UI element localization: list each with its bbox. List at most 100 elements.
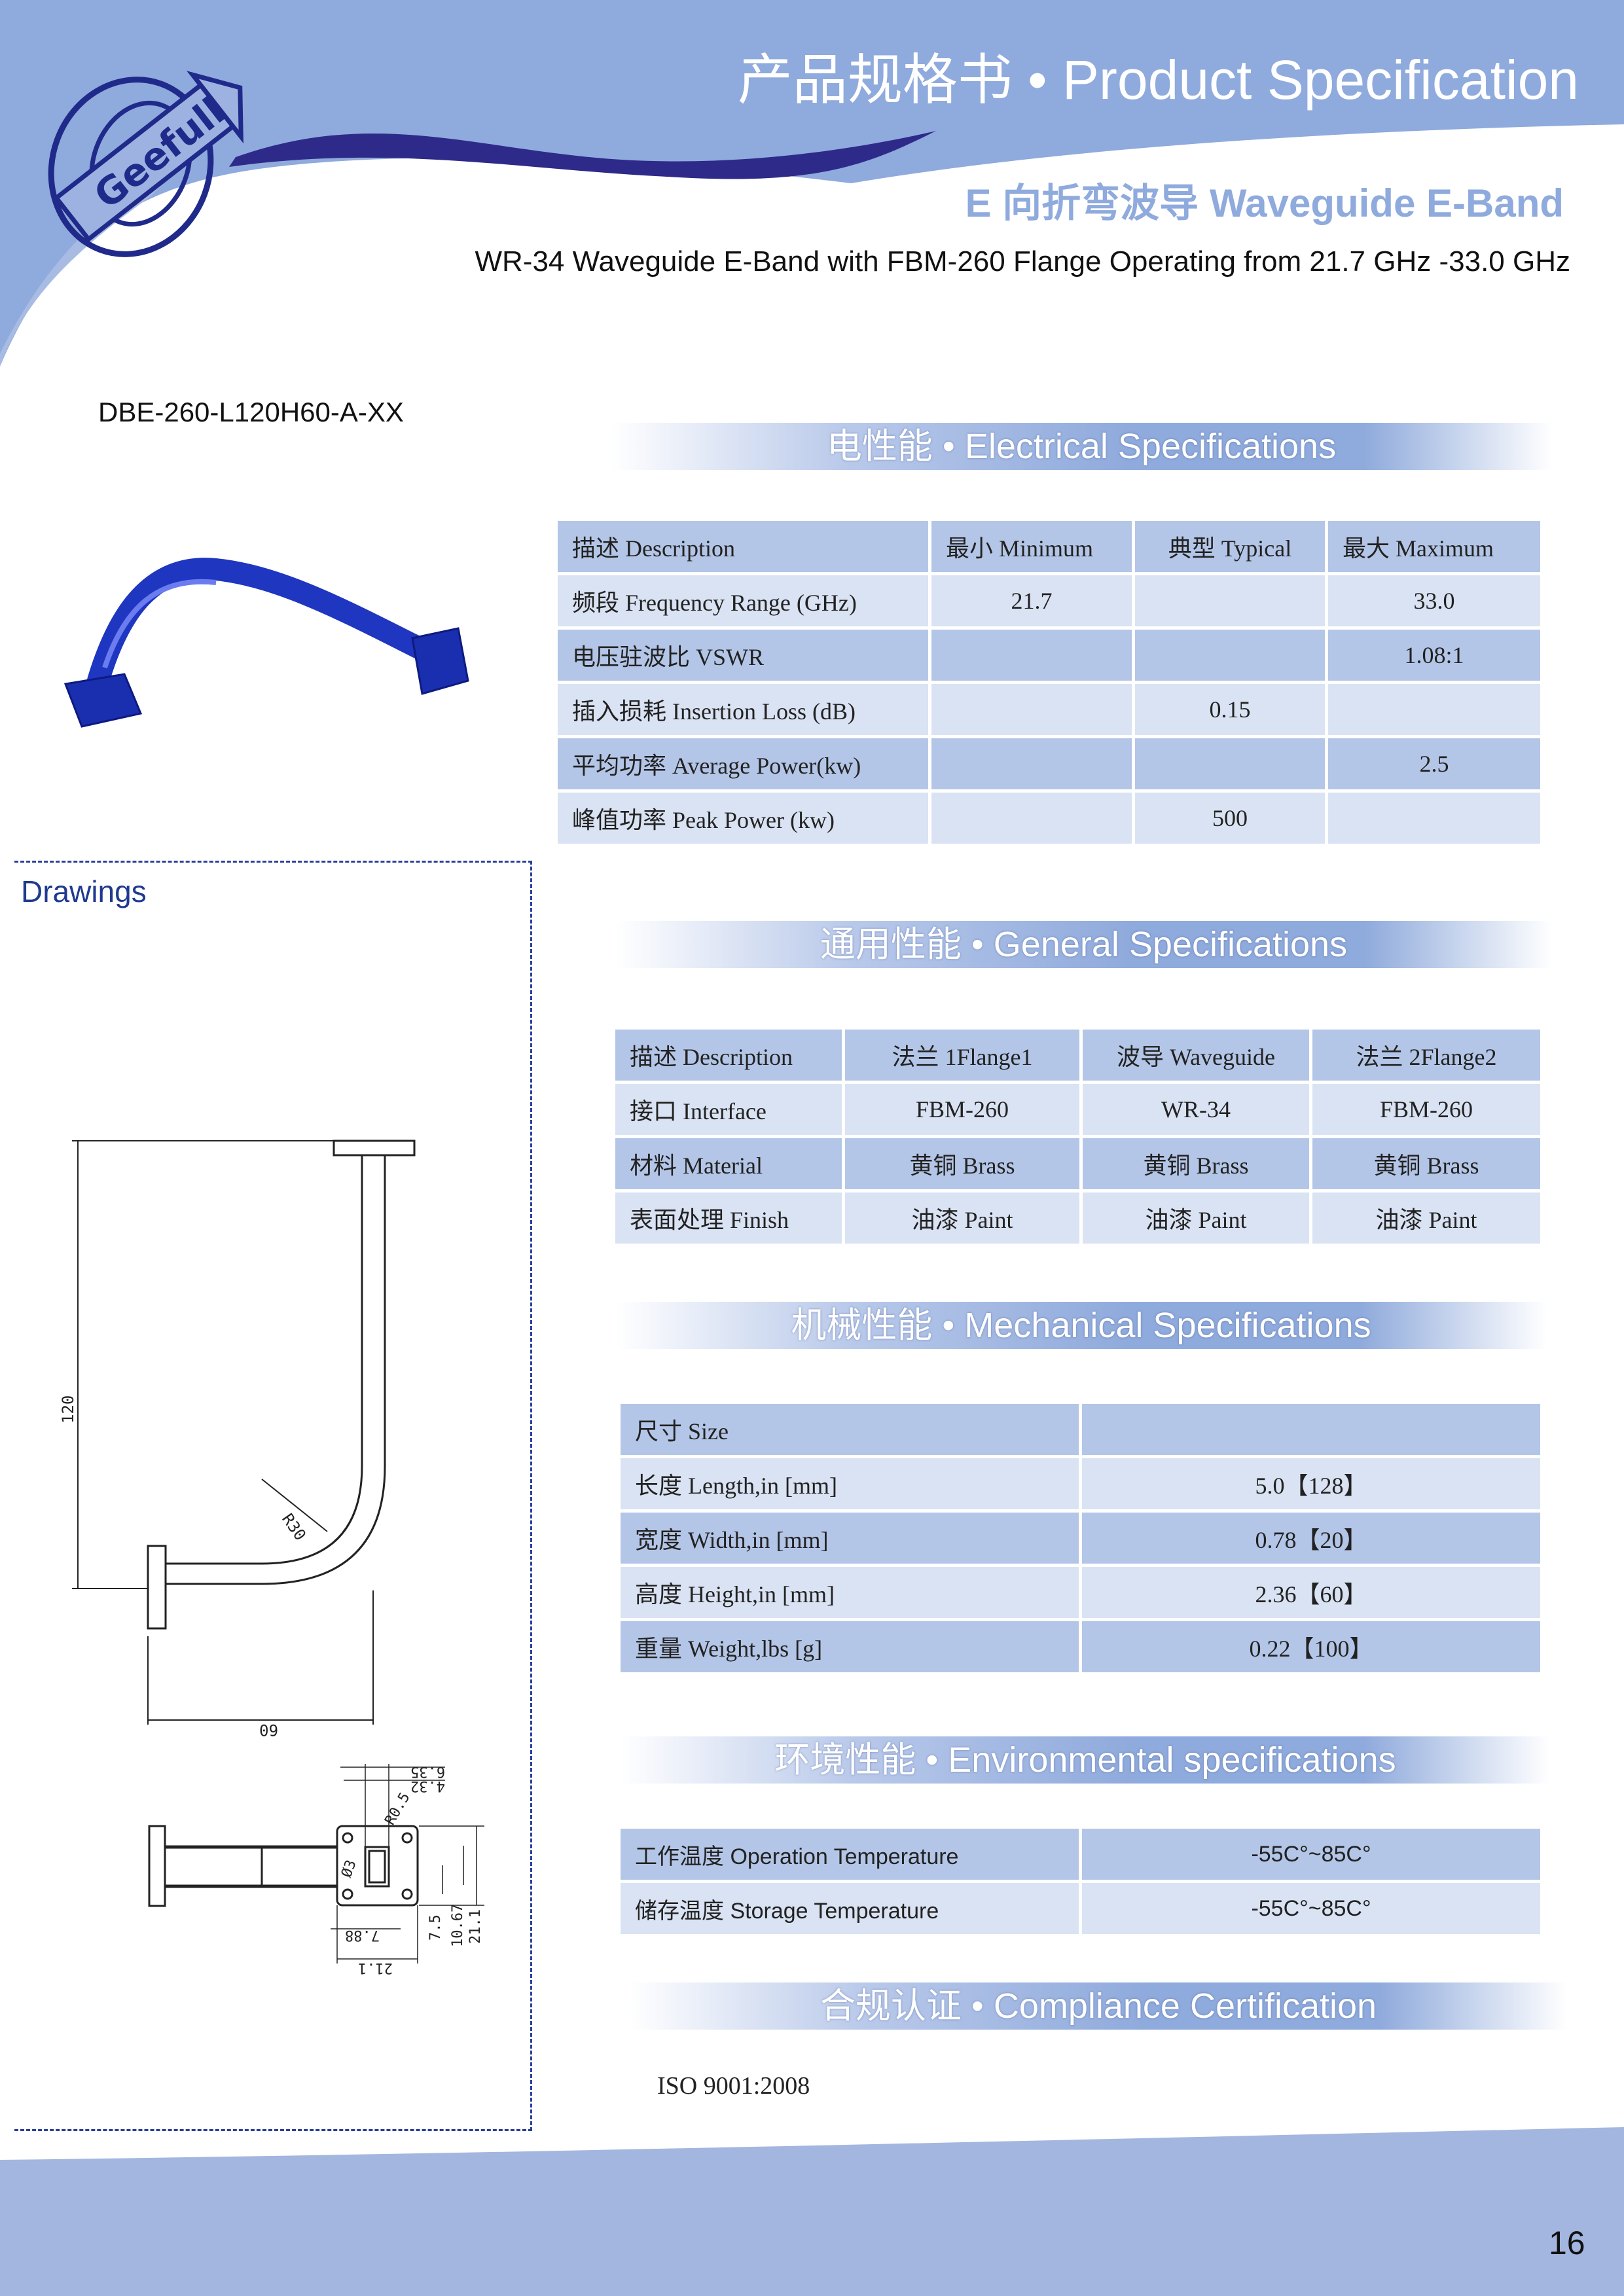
product-description: WR-34 Waveguide E-Band with FBM-260 Flan… xyxy=(475,245,1570,278)
mechanical-heading: 机械性能 • Mechanical Specifications xyxy=(615,1302,1547,1349)
value-cell: 0.15 xyxy=(1135,684,1325,735)
value-cell: FBM-260 xyxy=(845,1084,1079,1135)
value-cell: 1.08:1 xyxy=(1328,630,1540,681)
electrical-table: 描述 Description 最小 Minimum 典型 Typical 最大 … xyxy=(554,518,1543,847)
value-cell xyxy=(931,684,1132,735)
dim-width: 60 xyxy=(259,1721,278,1739)
dim-height: 120 xyxy=(59,1395,77,1424)
dim-21-1-bottom: 21.1 xyxy=(358,1960,393,1976)
page-title: 产品规格书 • Product Specification xyxy=(737,49,1579,111)
value-cell: 500 xyxy=(1135,793,1325,844)
value-cell: 21.7 xyxy=(931,575,1132,626)
general-heading: 通用性能 • General Specifications xyxy=(615,921,1552,968)
table-row: 频段 Frequency Range (GHz)21.7 33.0 xyxy=(558,575,1540,626)
table-row: 重量 Weight,lbs [g]0.22【100】 xyxy=(621,1621,1540,1672)
value-cell xyxy=(1135,738,1325,789)
header-cell: 尺寸 Size xyxy=(621,1404,1079,1455)
dim-7-88: 7.88 xyxy=(345,1927,380,1943)
value-cell: 2.36【60】 xyxy=(1082,1567,1540,1618)
row-label-cell: 平均功率 Average Power(kw) xyxy=(558,738,928,789)
header-cell: 波导 Waveguide xyxy=(1083,1030,1309,1081)
value-cell: 0.78【20】 xyxy=(1082,1513,1540,1564)
page-number: 16 xyxy=(1549,2225,1585,2261)
table-header-row: 尺寸 Size xyxy=(621,1404,1540,1455)
value-cell: FBM-260 xyxy=(1312,1084,1540,1135)
row-label-cell: 峰值功率 Peak Power (kw) xyxy=(558,793,928,844)
dim-21-1-right: 21.1 xyxy=(467,1909,484,1944)
value-cell xyxy=(931,738,1132,789)
table-row: 高度 Height,in [mm]2.36【60】 xyxy=(621,1567,1540,1618)
environmental-heading: 环境性能 • Environmental specifications xyxy=(621,1736,1550,1784)
header-cell xyxy=(1082,1404,1540,1455)
value-cell: 油漆 Paint xyxy=(1083,1193,1309,1244)
table-row: 长度 Length,in [mm]5.0【128】 xyxy=(621,1458,1540,1509)
table-header-row: 描述 Description 法兰 1Flange1 波导 Waveguide … xyxy=(615,1030,1540,1081)
part-number: DBE-260-L120H60-A-XX xyxy=(98,397,404,427)
header-cell: 最大 Maximum xyxy=(1328,521,1540,572)
value-cell: 黄铜 Brass xyxy=(1083,1138,1309,1189)
drawings-label: Drawings xyxy=(21,874,147,908)
dim-4-32: 4.32 xyxy=(410,1778,445,1794)
flange-view-drawing xyxy=(148,1764,484,1964)
footer-band xyxy=(0,2127,1624,2296)
electrical-heading: 电性能 • Electrical Specifications xyxy=(611,423,1552,470)
mechanical-table: 尺寸 Size 长度 Length,in [mm]5.0【128】宽度 Widt… xyxy=(617,1401,1543,1676)
row-label-cell: 表面处理 Finish xyxy=(615,1193,842,1244)
drawings-panel xyxy=(14,861,532,2131)
header-cell: 最小 Minimum xyxy=(931,521,1132,572)
header-cell: 描述 Description xyxy=(615,1030,842,1081)
value-cell: -55C°~85C° xyxy=(1082,1883,1540,1934)
table-row: 储存温度 Storage Temperature-55C°~85C° xyxy=(621,1883,1540,1934)
value-cell: -55C°~85C° xyxy=(1082,1829,1540,1880)
row-label-cell: 长度 Length,in [mm] xyxy=(621,1458,1079,1509)
header-banner xyxy=(0,0,1624,367)
table-row: 电压驻波比 VSWR 1.08:1 xyxy=(558,630,1540,681)
header-cell: 法兰 2Flange2 xyxy=(1312,1030,1540,1081)
certification-iso: ISO 9001:2008 xyxy=(657,2072,810,2100)
row-label-cell: 材料 Material xyxy=(615,1138,842,1189)
table-row: 宽度 Width,in [mm]0.78【20】 xyxy=(621,1513,1540,1564)
value-cell: 33.0 xyxy=(1328,575,1540,626)
value-cell xyxy=(1135,630,1325,681)
dim-7-5: 7.5 xyxy=(427,1914,444,1941)
table-row: 平均功率 Average Power(kw) 2.5 xyxy=(558,738,1540,789)
compliance-heading: 合规认证 • Compliance Certification xyxy=(630,1982,1567,2030)
header-cell: 法兰 1Flange1 xyxy=(845,1030,1079,1081)
value-cell: WR-34 xyxy=(1083,1084,1309,1135)
table-header-row: 描述 Description 最小 Minimum 典型 Typical 最大 … xyxy=(558,521,1540,572)
header-swoosh xyxy=(229,131,936,179)
value-cell xyxy=(1328,793,1540,844)
dim-6-35: 6.35 xyxy=(410,1763,445,1780)
value-cell: 油漆 Paint xyxy=(845,1193,1079,1244)
value-cell: 2.5 xyxy=(1328,738,1540,789)
row-label-cell: 插入损耗 Insertion Loss (dB) xyxy=(558,684,928,735)
table-row: 插入损耗 Insertion Loss (dB) 0.15 xyxy=(558,684,1540,735)
general-table: 描述 Description 法兰 1Flange1 波导 Waveguide … xyxy=(612,1026,1543,1247)
product-subtitle: E 向折弯波导 Waveguide E-Band xyxy=(965,181,1564,225)
row-label-cell: 电压驻波比 VSWR xyxy=(558,630,928,681)
row-label-cell: 重量 Weight,lbs [g] xyxy=(621,1621,1079,1672)
value-cell xyxy=(931,793,1132,844)
value-cell xyxy=(931,630,1132,681)
product-image xyxy=(63,558,469,728)
value-cell: 黄铜 Brass xyxy=(845,1138,1079,1189)
header-cell: 典型 Typical xyxy=(1135,521,1325,572)
value-cell xyxy=(1135,575,1325,626)
value-cell xyxy=(1328,684,1540,735)
row-label-cell: 高度 Height,in [mm] xyxy=(621,1567,1079,1618)
dim-10-67: 10.67 xyxy=(450,1904,466,1947)
row-label-cell: 储存温度 Storage Temperature xyxy=(621,1883,1079,1934)
row-label-cell: 频段 Frequency Range (GHz) xyxy=(558,575,928,626)
row-label-cell: 宽度 Width,in [mm] xyxy=(621,1513,1079,1564)
value-cell: 黄铜 Brass xyxy=(1312,1138,1540,1189)
header-cell: 描述 Description xyxy=(558,521,928,572)
side-view-drawing xyxy=(72,1139,416,1725)
environmental-table: 工作温度 Operation Temperature-55C°~85C°储存温度… xyxy=(617,1825,1543,1937)
table-row: 工作温度 Operation Temperature-55C°~85C° xyxy=(621,1829,1540,1880)
value-cell: 0.22【100】 xyxy=(1082,1621,1540,1672)
table-row: 峰值功率 Peak Power (kw) 500 xyxy=(558,793,1540,844)
